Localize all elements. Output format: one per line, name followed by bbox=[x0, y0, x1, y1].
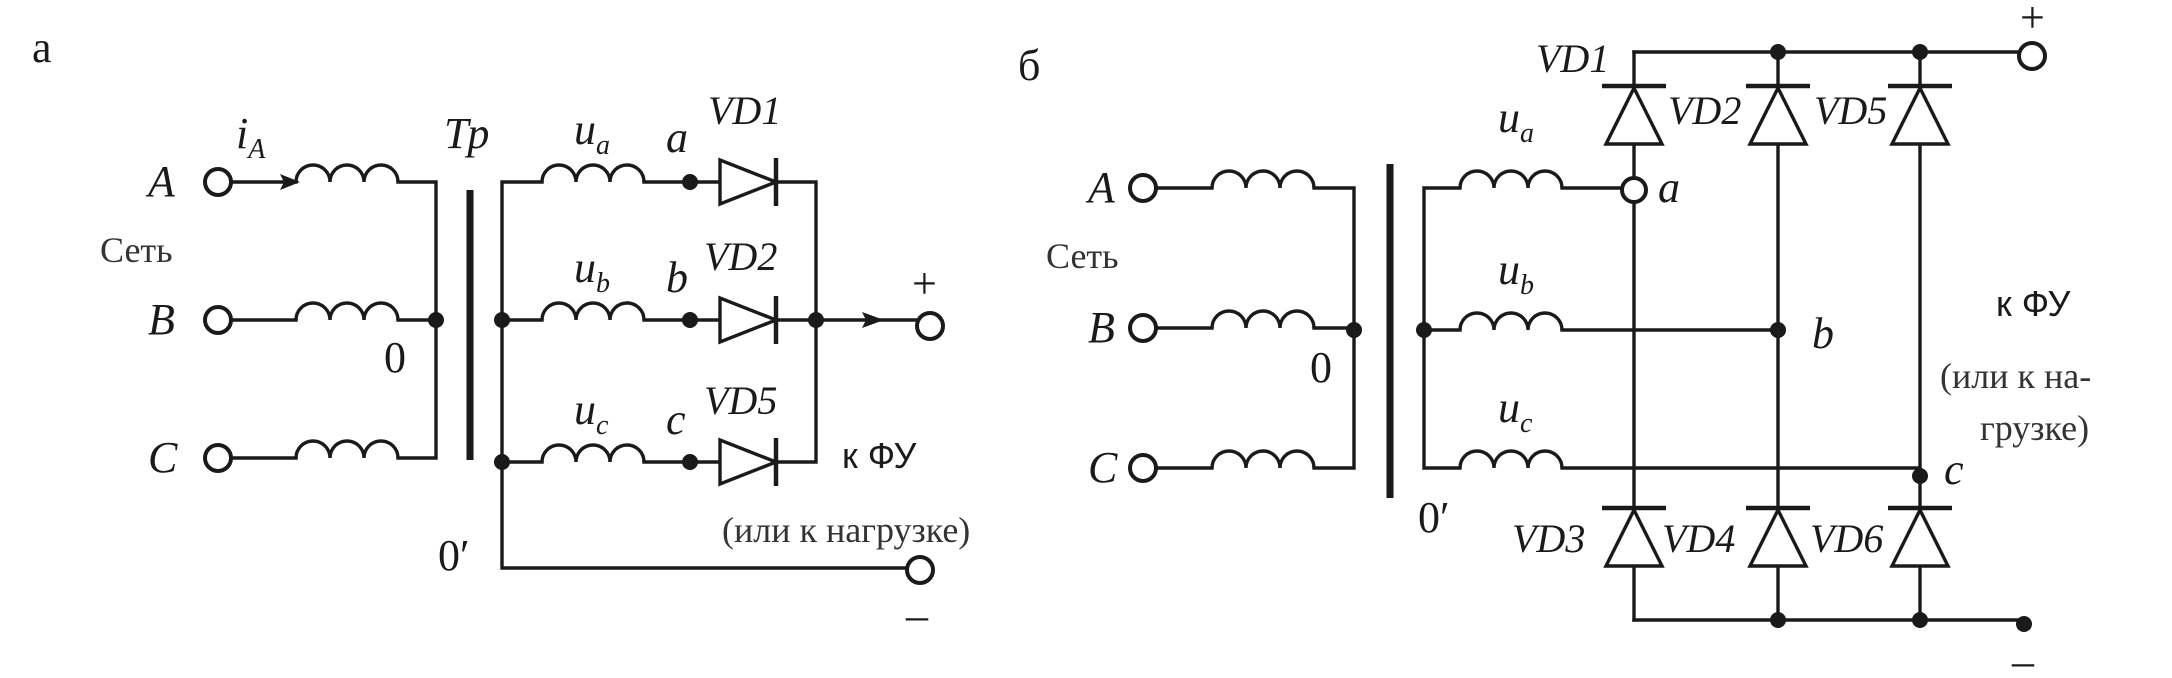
primary-coil-A bbox=[294, 163, 400, 183]
secondary-node-b bbox=[494, 312, 510, 328]
panel-label-b: б bbox=[1018, 41, 1040, 90]
minus-label-a: – bbox=[905, 591, 929, 640]
secondary-node-c bbox=[494, 454, 510, 470]
plus-label-a: + bbox=[912, 259, 937, 308]
terminal-C bbox=[203, 443, 233, 473]
load-label-2-a: (или к нагрузке) bbox=[722, 510, 970, 550]
secondary-coil-b-b bbox=[1458, 311, 1564, 331]
plus-label-b: + bbox=[2020, 0, 2045, 42]
diagram-a: а A B C Сеть iA 0 Тр 0′ bbox=[32, 23, 970, 640]
vd1-label-b: VD1 bbox=[1536, 36, 1609, 81]
node-a bbox=[682, 174, 698, 190]
vd5-label-a: VD5 bbox=[704, 378, 777, 423]
network-label-b: Сеть bbox=[1046, 236, 1119, 276]
diode-vd4-b bbox=[1746, 505, 1810, 568]
network-label-a: Сеть bbox=[100, 230, 173, 270]
output-arrow bbox=[862, 312, 884, 328]
load-label-2-b: (или к на- bbox=[1940, 356, 2091, 396]
node-b-label-b: b bbox=[1812, 309, 1834, 358]
primary-coil-C bbox=[294, 439, 400, 459]
voltage-ua-label-b: ua bbox=[1498, 93, 1534, 149]
terminal-B-b bbox=[1128, 313, 1158, 343]
minus-label-b: – bbox=[2011, 637, 2035, 678]
voltage-ub-label-b: ub bbox=[1498, 245, 1534, 301]
secondary-star-node-b bbox=[1416, 322, 1432, 338]
vd4-label-b: VD4 bbox=[1662, 516, 1735, 561]
node-c bbox=[682, 454, 698, 470]
voltage-uc-label-b: uc bbox=[1498, 383, 1533, 439]
primary-star-node bbox=[428, 312, 444, 328]
secondary-coil-c-b bbox=[1458, 449, 1564, 469]
primary-coil-B bbox=[294, 301, 400, 321]
load-label-1-a: к ФУ bbox=[842, 435, 918, 476]
load-label-3-b: грузке) bbox=[1980, 408, 2089, 448]
terminal-A-b bbox=[1128, 173, 1158, 203]
node-c-label: c bbox=[666, 395, 686, 444]
primary-star-node-b bbox=[1346, 322, 1362, 338]
phase-C-label: C bbox=[148, 433, 178, 482]
phase-B-label: B bbox=[148, 295, 175, 344]
load-label-1-b: к ФУ bbox=[1996, 283, 2072, 324]
diode-vd5 bbox=[718, 437, 781, 487]
secondary-coil-a bbox=[540, 163, 646, 183]
primary-coil-B-b bbox=[1210, 309, 1316, 329]
diode-vd3-b bbox=[1602, 505, 1666, 568]
node-c-label-b: c bbox=[1944, 445, 1964, 494]
primary-coil-A-b bbox=[1210, 169, 1316, 189]
transformer-label: Тр bbox=[444, 109, 489, 158]
phase-C-label-b: C bbox=[1088, 443, 1118, 492]
primary-coil-C-b bbox=[1210, 449, 1316, 469]
diagram-b: б A B C Сеть 0 0′ ua ub uc bbox=[1018, 0, 2091, 678]
vd5-label-b: VD5 bbox=[1814, 88, 1887, 133]
phase-A-label: A bbox=[145, 157, 176, 206]
voltage-ua-label: ua bbox=[574, 105, 610, 161]
node-b bbox=[682, 312, 698, 328]
voltage-uc-label: uc bbox=[574, 385, 609, 441]
node-b-label: b bbox=[666, 253, 688, 302]
voltage-ub-label: ub bbox=[574, 243, 610, 299]
node-c-dot bbox=[1912, 468, 1928, 484]
vd1-label-a: VD1 bbox=[708, 88, 781, 133]
phase-B-label-b: B bbox=[1088, 303, 1115, 352]
terminal-plus-b bbox=[2017, 41, 2047, 71]
terminal-A bbox=[203, 167, 233, 197]
diode-vd5-b bbox=[1888, 83, 1952, 146]
current-label: iA bbox=[236, 109, 266, 165]
diode-vd2-b bbox=[1746, 83, 1810, 146]
node-b-dot bbox=[1770, 322, 1786, 338]
primary-neutral-label-b: 0 bbox=[1310, 343, 1332, 392]
node-a-terminal-b bbox=[1620, 176, 1648, 204]
minus-bus-end bbox=[2016, 616, 2032, 632]
secondary-coil-a-b bbox=[1458, 169, 1564, 189]
vd6-label-b: VD6 bbox=[1810, 516, 1883, 561]
node-a-label: a bbox=[666, 113, 688, 162]
phase-A-label-b: A bbox=[1085, 163, 1116, 212]
vd3-label-b: VD3 bbox=[1512, 516, 1585, 561]
secondary-neutral-bus bbox=[500, 180, 914, 570]
secondary-coil-c bbox=[540, 443, 646, 463]
current-arrow bbox=[280, 174, 300, 190]
secondary-neutral-label-b: 0′ bbox=[1418, 493, 1450, 542]
vd2-label-a: VD2 bbox=[704, 234, 777, 279]
secondary-coil-b bbox=[540, 301, 646, 321]
terminal-minus-a bbox=[905, 555, 935, 585]
terminal-B bbox=[203, 305, 233, 335]
diode-vd6-b bbox=[1888, 505, 1952, 568]
vd2-label-b: VD2 bbox=[1668, 88, 1741, 133]
diode-vd1-b bbox=[1602, 83, 1666, 146]
node-a-label-b: a bbox=[1658, 163, 1680, 212]
terminal-plus-a bbox=[915, 311, 945, 341]
secondary-neutral-label: 0′ bbox=[438, 531, 470, 580]
terminal-C-b bbox=[1128, 453, 1158, 483]
primary-neutral-label: 0 bbox=[384, 333, 406, 382]
diode-vd2 bbox=[718, 295, 781, 345]
panel-label-a: а bbox=[32, 23, 52, 72]
diode-vd1 bbox=[718, 157, 781, 207]
